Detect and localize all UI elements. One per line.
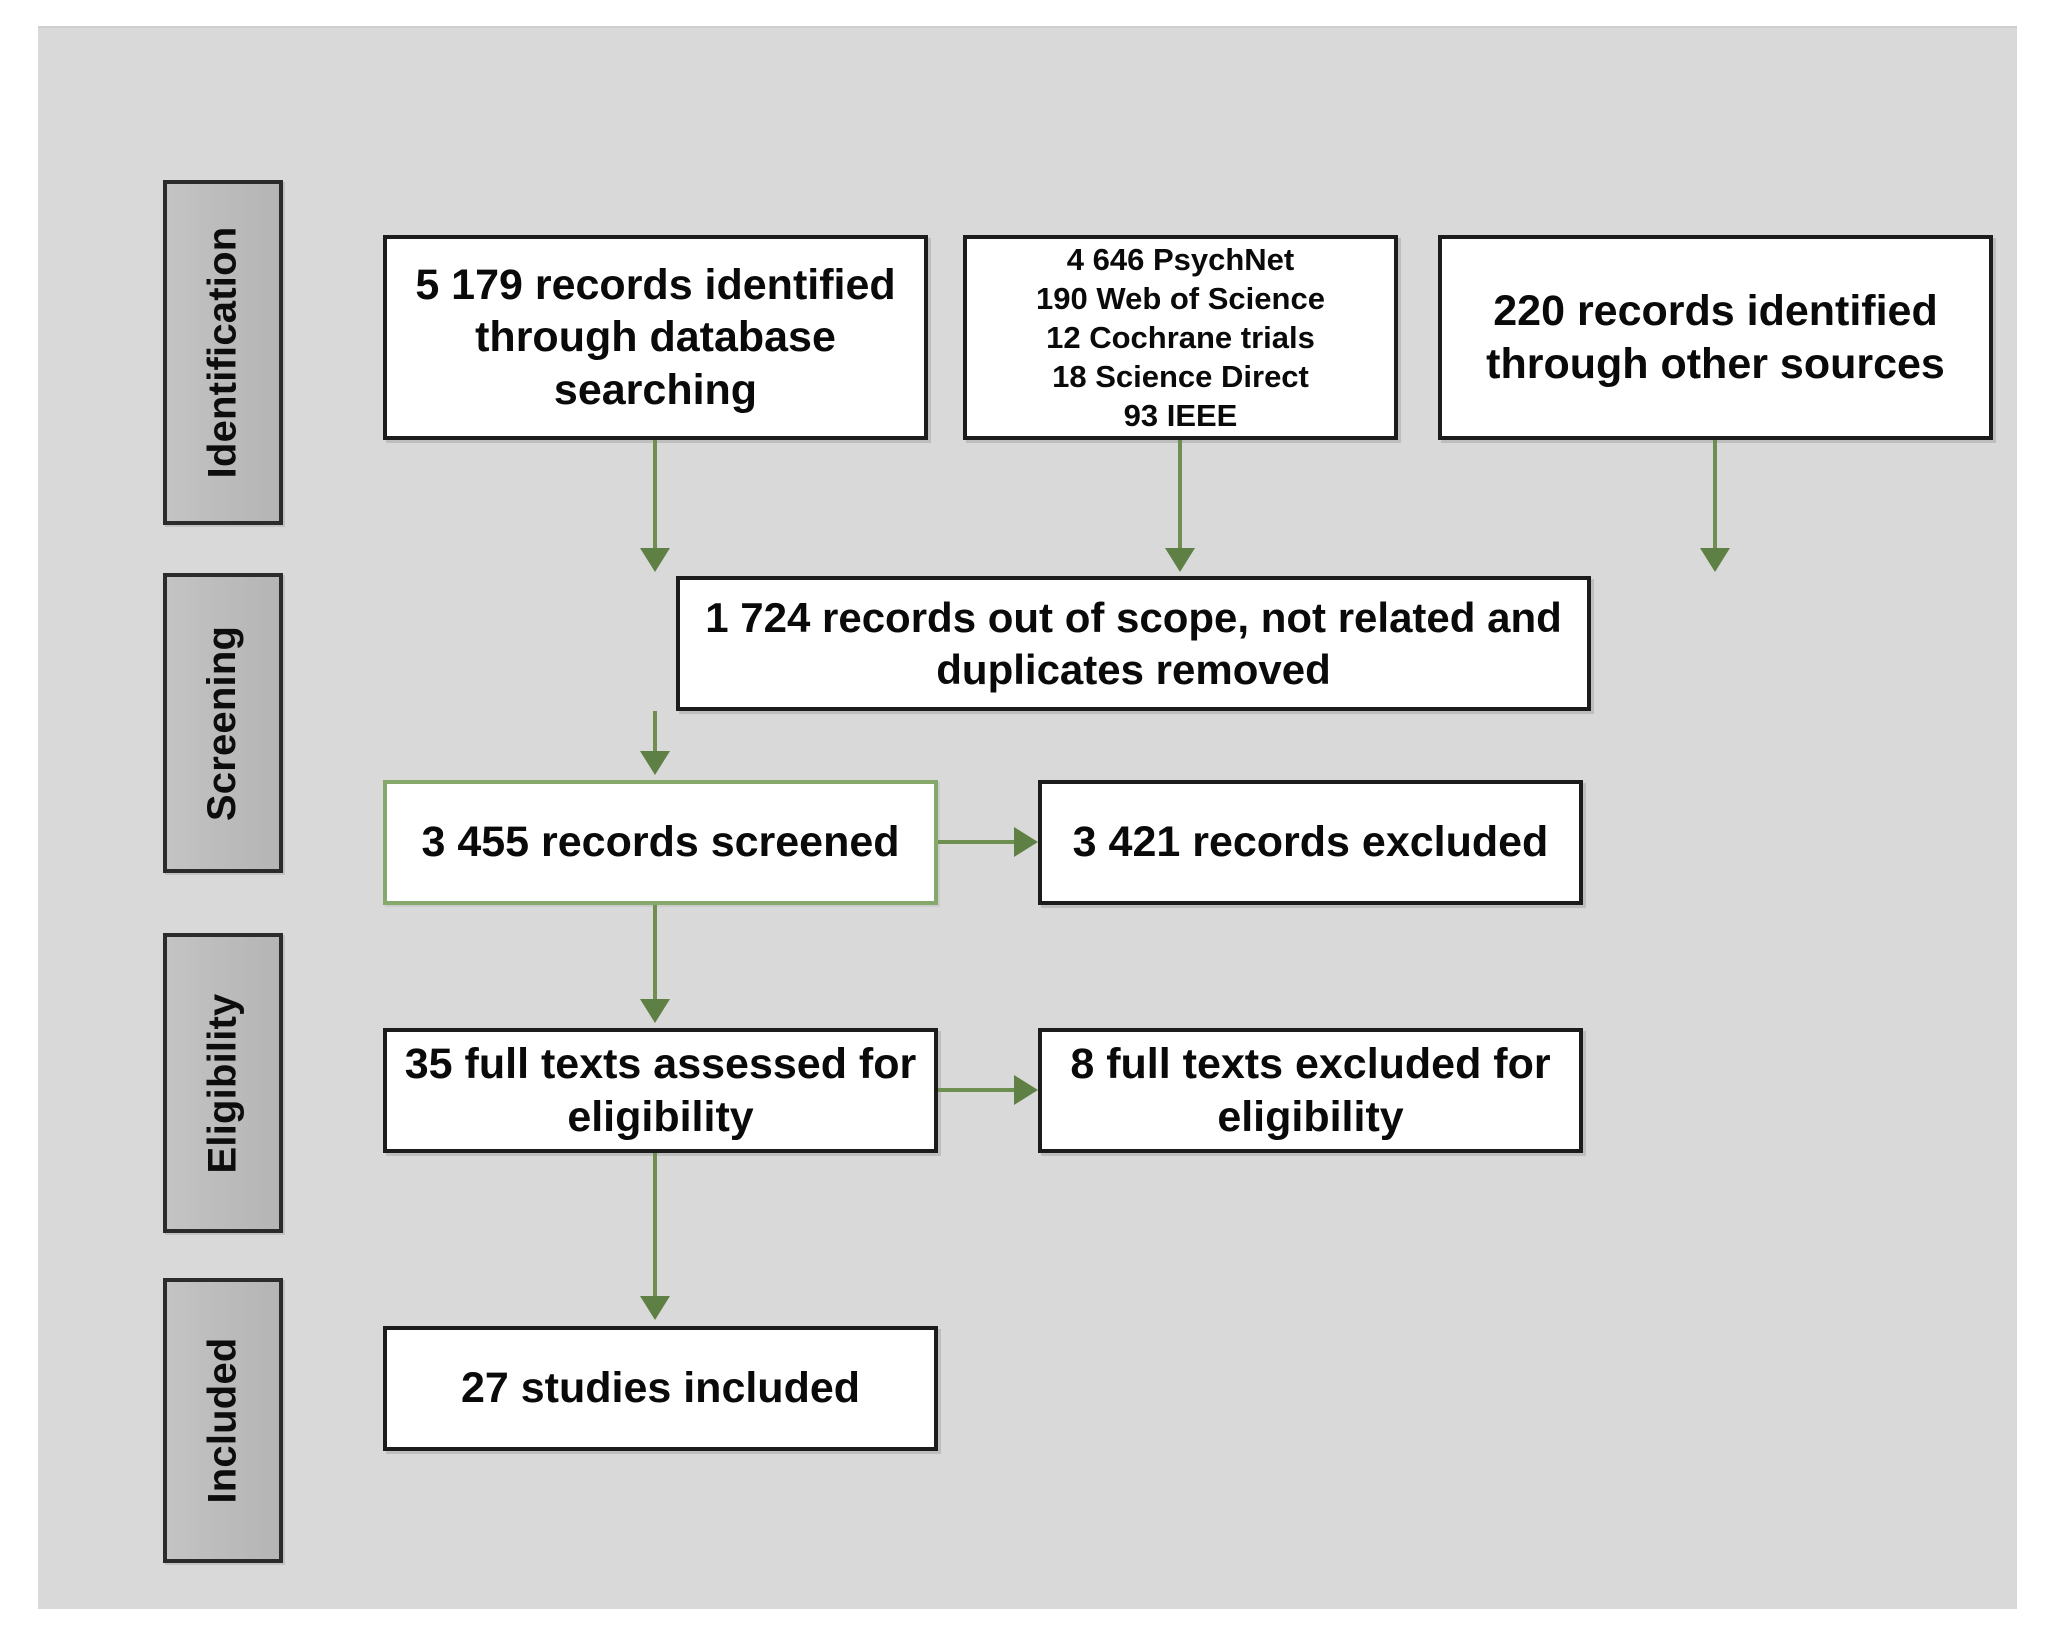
phase-tab-included[interactable]: Included	[163, 1278, 283, 1563]
box-studies-included[interactable]: 27 studies included	[383, 1326, 938, 1451]
connector-screened-to-fulltext	[653, 905, 657, 1001]
phase-tab-eligibility[interactable]: Eligibility	[163, 933, 283, 1233]
arrow-down-icon-removed-to-screened	[640, 751, 670, 775]
connector-fulltext-to-excluded	[938, 1088, 1016, 1092]
box-records-removed[interactable]: 1 724 records out of scope, not related …	[676, 576, 1591, 711]
box-records-screened[interactable]: 3 455 records screened	[383, 780, 938, 905]
box-records-excluded[interactable]: 3 421 records excluded	[1038, 780, 1583, 905]
box-database-search-text: 5 179 records identified through databas…	[415, 260, 896, 414]
connector-fulltext-to-included	[653, 1153, 657, 1298]
phase-tab-included-label: Included	[200, 1337, 245, 1504]
box-database-search[interactable]: 5 179 records identified through databas…	[383, 235, 928, 440]
box-other-sources-text: 220 records identified through other sou…	[1486, 287, 1945, 388]
box-fulltexts-excluded-text: 8 full texts excluded for eligibility	[1070, 1040, 1551, 1141]
arrow-right-icon-screened-to-excluded	[1014, 827, 1038, 857]
connector-source-breakdown-down	[1178, 440, 1182, 550]
box-fulltexts-excluded[interactable]: 8 full texts excluded for eligibility	[1038, 1028, 1583, 1153]
connector-other-sources-down	[1713, 440, 1717, 550]
box-records-screened-text: 3 455 records screened	[421, 818, 900, 867]
box-fulltexts-assessed-text: 35 full texts assessed for eligibility	[404, 1040, 917, 1141]
arrow-down-icon-screened-to-fulltext	[640, 999, 670, 1023]
phase-tab-screening-label: Screening	[200, 625, 245, 821]
arrow-right-icon-fulltext-to-excluded	[1014, 1075, 1038, 1105]
arrow-down-icon-source-breakdown	[1165, 548, 1195, 572]
diagram-canvas: Identification Screening Eligibility Inc…	[38, 26, 2017, 1609]
phase-tab-screening[interactable]: Screening	[163, 573, 283, 873]
arrow-down-icon-fulltext-to-included	[640, 1296, 670, 1320]
phase-tab-eligibility-label: Eligibility	[200, 993, 245, 1173]
box-other-sources[interactable]: 220 records identified through other sou…	[1438, 235, 1993, 440]
box-records-removed-text: 1 724 records out of scope, not related …	[705, 594, 1562, 693]
box-fulltexts-assessed[interactable]: 35 full texts assessed for eligibility	[383, 1028, 938, 1153]
connector-screened-to-excluded	[938, 840, 1016, 844]
phase-tab-identification-label: Identification	[200, 226, 245, 479]
phase-tab-identification[interactable]: Identification	[163, 180, 283, 525]
connector-database-search-down	[653, 440, 657, 550]
arrow-down-icon-other-sources	[1700, 548, 1730, 572]
box-records-excluded-text: 3 421 records excluded	[1072, 818, 1549, 867]
box-studies-included-text: 27 studies included	[460, 1364, 861, 1413]
connector-removed-to-screened	[653, 711, 657, 753]
arrow-down-icon-database-search	[640, 548, 670, 572]
